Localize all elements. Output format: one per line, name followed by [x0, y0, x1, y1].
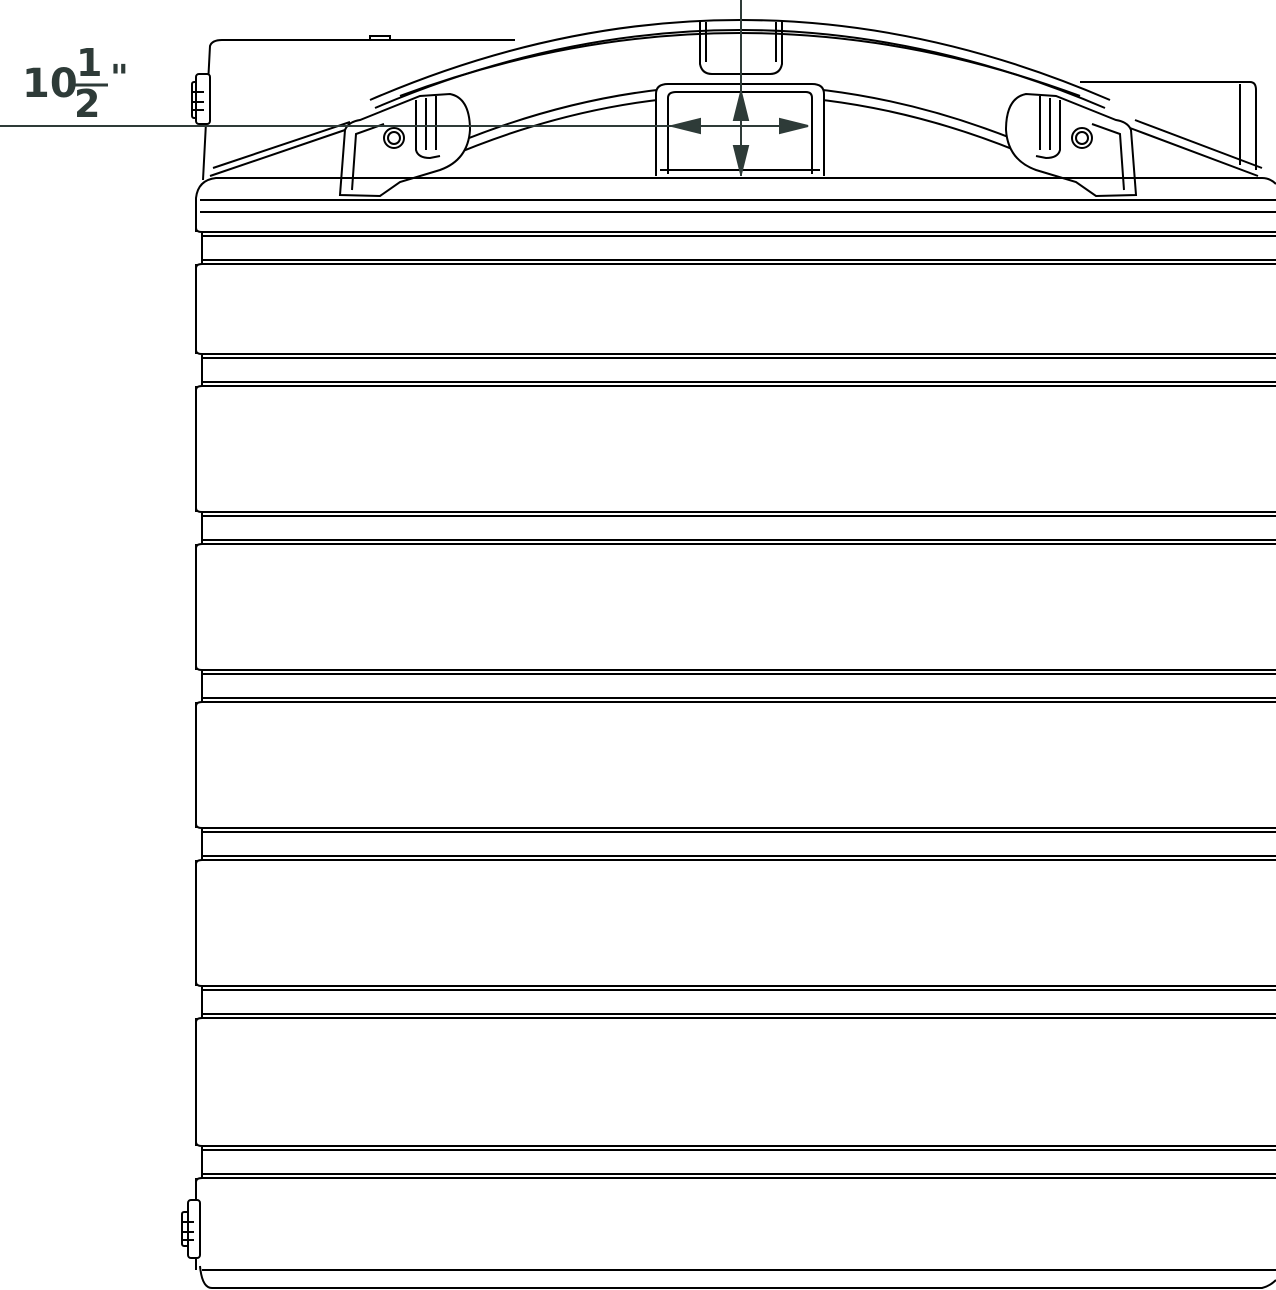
top-side-fitting [191, 73, 211, 125]
rib-band [195, 349, 1276, 391]
dimension-numerator: 1 [76, 41, 102, 85]
tank-ribs [195, 212, 1276, 1289]
dimension-denominator: 2 [74, 82, 100, 126]
rear-lid-outline [202, 35, 1263, 181]
arrow-up-icon [732, 91, 750, 121]
rib-band [195, 507, 1276, 549]
arrow-right-icon [779, 117, 809, 135]
rib-band [195, 1141, 1276, 1183]
rib-band [195, 981, 1276, 1023]
rib-band [195, 665, 1276, 707]
dimension-whole: 10 [22, 61, 78, 107]
arrow-left-icon [671, 117, 701, 135]
rib-band [195, 227, 1276, 269]
rib-band [195, 823, 1276, 865]
tank-base [199, 1265, 1276, 1289]
bottom-side-fitting [181, 1199, 201, 1259]
dimension-lines [0, 0, 809, 176]
arrow-down-icon [732, 145, 750, 175]
dimension-unit: " [110, 58, 129, 99]
dimension-label: 10 1 2 " [22, 41, 129, 126]
tank-top [195, 177, 1276, 232]
